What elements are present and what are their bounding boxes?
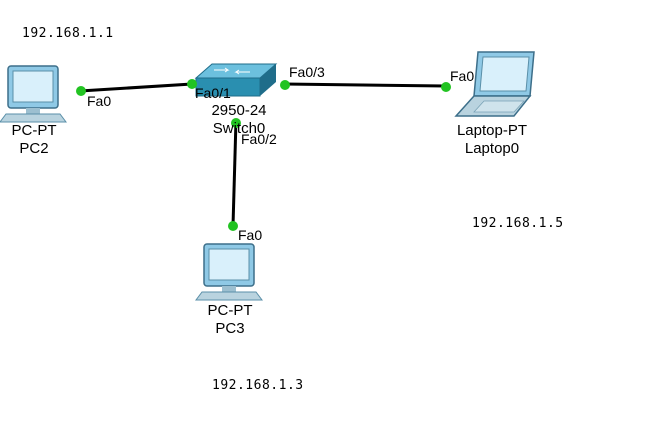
link-switch-laptop[interactable]	[283, 82, 447, 88]
ip-note-pc3: 192.168.1.3	[212, 378, 304, 393]
port-label-pc2-fa0: Fa0	[87, 93, 111, 109]
link-light-laptop-fa0	[441, 82, 451, 92]
link-light-pc2-fa0	[76, 86, 86, 96]
link-light-switch-fa0-3	[280, 80, 290, 90]
switch-icon[interactable]	[194, 63, 278, 97]
pc3-icon[interactable]	[195, 243, 263, 301]
port-label-switch-fa0-1: Fa0/1	[195, 85, 231, 101]
laptop-name-label: Laptop0	[464, 140, 520, 157]
link-light-pc3-fa0	[228, 221, 238, 231]
switch-name-label: Switch0	[212, 120, 266, 136]
pc3-name-label: PC3	[215, 320, 245, 337]
link-light-switch-fa0-2	[231, 118, 241, 128]
switch-type-label: 2950-24	[211, 102, 267, 119]
port-label-switch-fa0-2: Fa0/2	[241, 131, 277, 147]
pc3-label: PC-PT PC3	[196, 302, 264, 338]
pc2-label: PC-PT PC2	[2, 122, 66, 158]
ip-note-pc2: 192.168.1.1	[22, 26, 114, 41]
port-label-pc3-fa0: Fa0	[238, 227, 262, 243]
laptop-label: Laptop-PT Laptop0	[440, 122, 544, 158]
link-switch-pc3[interactable]	[231, 119, 238, 227]
ip-note-laptop: 192.168.1.5	[472, 216, 564, 231]
link-pc2-switch[interactable]	[79, 82, 193, 93]
port-label-laptop-fa0: Fa0	[450, 68, 474, 84]
pc3-type-label: PC-PT	[207, 302, 253, 319]
link-light-switch-fa0-1	[187, 79, 197, 89]
pc2-icon[interactable]	[0, 65, 67, 123]
switch-label: 2950-24 Switch0	[198, 102, 280, 136]
port-label-switch-fa0-3: Fa0/3	[289, 64, 325, 80]
laptop-icon[interactable]	[454, 51, 535, 117]
pc2-type-label: PC-PT	[11, 122, 57, 139]
pc2-name-label: PC2	[19, 140, 49, 157]
laptop-type-label: Laptop-PT	[456, 122, 528, 139]
